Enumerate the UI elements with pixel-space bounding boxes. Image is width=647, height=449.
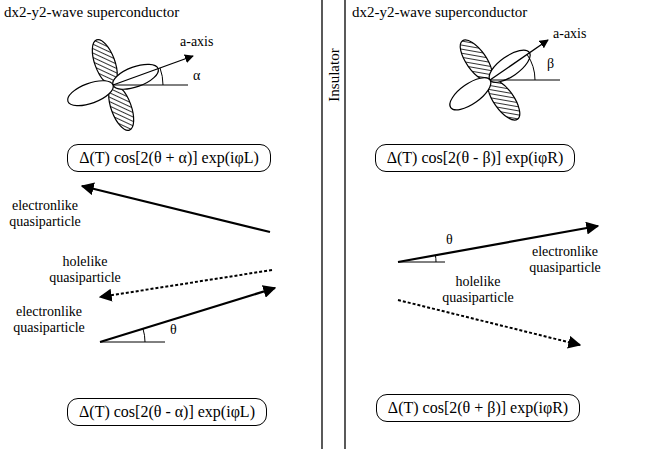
reference-line bbox=[113, 85, 188, 86]
quasiparticle-arrow bbox=[398, 300, 580, 345]
quasiparticle-arrow bbox=[100, 270, 272, 297]
reference-line bbox=[398, 262, 445, 263]
divider-line bbox=[321, 0, 322, 449]
angle-label: α bbox=[193, 68, 200, 84]
gap-formula-box: Δ(T) cos[2(θ - β)] exp(iφR) bbox=[375, 144, 576, 172]
reference-line bbox=[100, 342, 165, 343]
quasiparticle-label: holelike quasiparticle bbox=[40, 254, 130, 286]
angle-arc bbox=[527, 54, 535, 80]
heading: dx2-y2-wave superconductor bbox=[352, 4, 527, 20]
angle-label: θ bbox=[170, 322, 177, 338]
quasiparticle-label: electronlike quasiparticle bbox=[2, 198, 88, 230]
axis-label: a-axis bbox=[180, 34, 213, 50]
gap-formula: Δ(T) cos[2(θ - α)] exp(iφL) bbox=[79, 403, 255, 421]
divider-line bbox=[344, 0, 345, 449]
axis-arrow bbox=[113, 56, 193, 85]
quasiparticle-arrow bbox=[82, 186, 270, 232]
reference-line bbox=[490, 80, 560, 81]
gap-formula: Δ(T) cos[2(θ + α)] exp(iφL) bbox=[79, 149, 259, 167]
quasiparticle-label: holelike quasiparticle bbox=[436, 274, 520, 306]
angle-label: θ bbox=[446, 232, 453, 248]
gap-formula: Δ(T) cos[2(θ + β)] exp(iφR) bbox=[388, 399, 568, 417]
gap-formula: Δ(T) cos[2(θ - β)] exp(iφR) bbox=[387, 149, 564, 167]
angle-arc bbox=[143, 329, 145, 342]
gap-formula-box: Δ(T) cos[2(θ + α)] exp(iφL) bbox=[67, 144, 271, 172]
gap-formula-box: Δ(T) cos[2(θ - α)] exp(iφL) bbox=[67, 398, 267, 426]
axis-label: a-axis bbox=[553, 26, 586, 42]
quasiparticle-arrow bbox=[100, 288, 275, 342]
heading: dx2-y2-wave superconductor bbox=[4, 4, 179, 20]
quasiparticle-label: electronlike quasiparticle bbox=[522, 244, 608, 276]
angle-arc bbox=[435, 255, 437, 262]
axis-arrow bbox=[490, 40, 548, 80]
insulator-label: Insulator bbox=[325, 48, 341, 101]
quasiparticle-label: electronlike quasiparticle bbox=[4, 304, 94, 336]
angle-arc bbox=[160, 68, 163, 85]
angle-label: β bbox=[547, 56, 554, 72]
gap-formula-box: Δ(T) cos[2(θ + β)] exp(iφR) bbox=[376, 394, 580, 422]
